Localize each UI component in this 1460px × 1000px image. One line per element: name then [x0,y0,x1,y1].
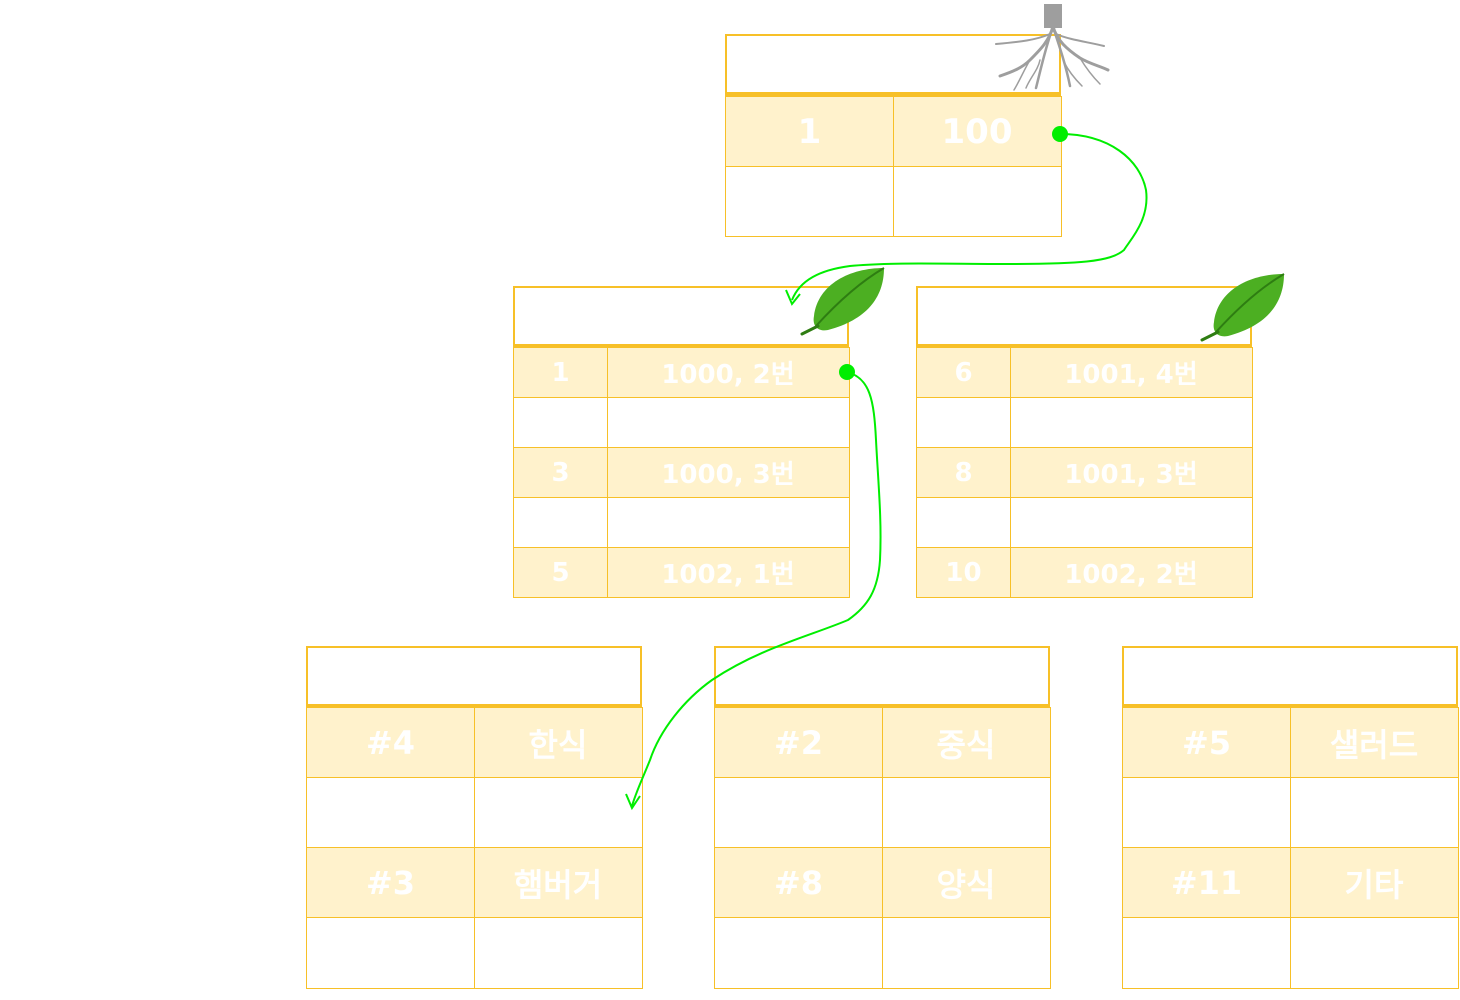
table-row [714,777,1051,848]
table-row: 5 1002, 1번 [513,547,850,598]
key-cell [714,917,883,989]
key-cell: 1 [725,96,894,167]
table-row: #4 한식 [306,707,643,778]
table-row: 1 100 [725,96,1062,167]
value-cell: 1001, 4번 [1009,347,1253,398]
header-divider [513,344,849,348]
key-cell [916,397,1011,448]
table-row: #3 햄버거 [306,847,643,918]
table-row: 8 1001, 3번 [916,447,1253,498]
key-cell [916,497,1011,548]
key-cell: 5 [513,547,608,598]
branch-node-right: 6 1001, 4번 8 1001, 3번 10 1002, 2번 [916,286,1253,598]
key-cell [513,497,608,548]
table-row [306,917,643,989]
key-cell: 6 [916,347,1011,398]
value-cell: 햄버거 [473,847,643,918]
table-row: #11 기타 [1122,847,1459,918]
table-row: 6 1001, 4번 [916,347,1253,398]
value-cell [892,166,1062,237]
root-node: 1 100 [725,34,1062,237]
header-divider [1122,704,1458,708]
table-row: 1 1000, 2번 [513,347,850,398]
header-divider [306,704,642,708]
value-cell: 1001, 3번 [1009,447,1253,498]
key-cell: #3 [306,847,475,918]
node-header [916,286,1252,348]
key-cell: 10 [916,547,1011,598]
table-row [1122,917,1459,989]
table-row: #2 중식 [714,707,1051,778]
value-cell [881,917,1051,989]
key-cell: 3 [513,447,608,498]
key-cell [306,917,475,989]
table-row [306,777,643,848]
leaf-node-1: #4 한식 #3 햄버거 [306,646,643,990]
key-cell [513,397,608,448]
key-cell [725,166,894,237]
key-cell: #5 [1122,707,1291,778]
value-cell: 1002, 1번 [606,547,850,598]
header-divider [916,344,1252,348]
table-row: 10 1002, 2번 [916,547,1253,598]
value-cell [1009,497,1253,548]
key-cell [1122,917,1291,989]
key-cell [1122,777,1291,848]
branch-node-left: 1 1000, 2번 3 1000, 3번 5 1002, 1번 [513,286,850,598]
table-row [513,397,850,448]
key-cell: #4 [306,707,475,778]
node-header [714,646,1050,708]
node-header [725,34,1061,96]
value-cell: 1000, 3번 [606,447,850,498]
table-row [1122,777,1459,848]
node-header [1122,646,1458,708]
table-row: #8 양식 [714,847,1051,918]
table-row [916,497,1253,548]
key-cell [306,777,475,848]
value-cell: 기타 [1289,847,1459,918]
node-header [306,646,642,708]
table-row [513,497,850,548]
table-row [725,166,1062,237]
value-cell [473,777,643,848]
key-cell: #2 [714,707,883,778]
value-cell: 1002, 2번 [1009,547,1253,598]
header-divider [725,92,1061,96]
table-row [714,917,1051,989]
value-cell: 1000, 2번 [606,347,850,398]
value-cell [1289,917,1459,989]
value-cell [881,777,1051,848]
key-cell: 8 [916,447,1011,498]
value-cell [1289,777,1459,848]
value-cell: 양식 [881,847,1051,918]
value-cell [473,917,643,989]
node-header [513,286,849,348]
header-divider [714,704,1050,708]
value-cell [1009,397,1253,448]
key-cell: #8 [714,847,883,918]
leaf-node-2: #2 중식 #8 양식 [714,646,1051,990]
key-cell [714,777,883,848]
table-row: #5 샐러드 [1122,707,1459,778]
value-cell: 한식 [473,707,643,778]
key-cell: #11 [1122,847,1291,918]
value-cell [606,397,850,448]
key-cell: 1 [513,347,608,398]
table-row: 3 1000, 3번 [513,447,850,498]
value-cell [606,497,850,548]
value-cell: 100 [892,96,1062,167]
value-cell: 중식 [881,707,1051,778]
table-row [916,397,1253,448]
value-cell: 샐러드 [1289,707,1459,778]
leaf-node-3: #5 샐러드 #11 기타 [1122,646,1459,990]
